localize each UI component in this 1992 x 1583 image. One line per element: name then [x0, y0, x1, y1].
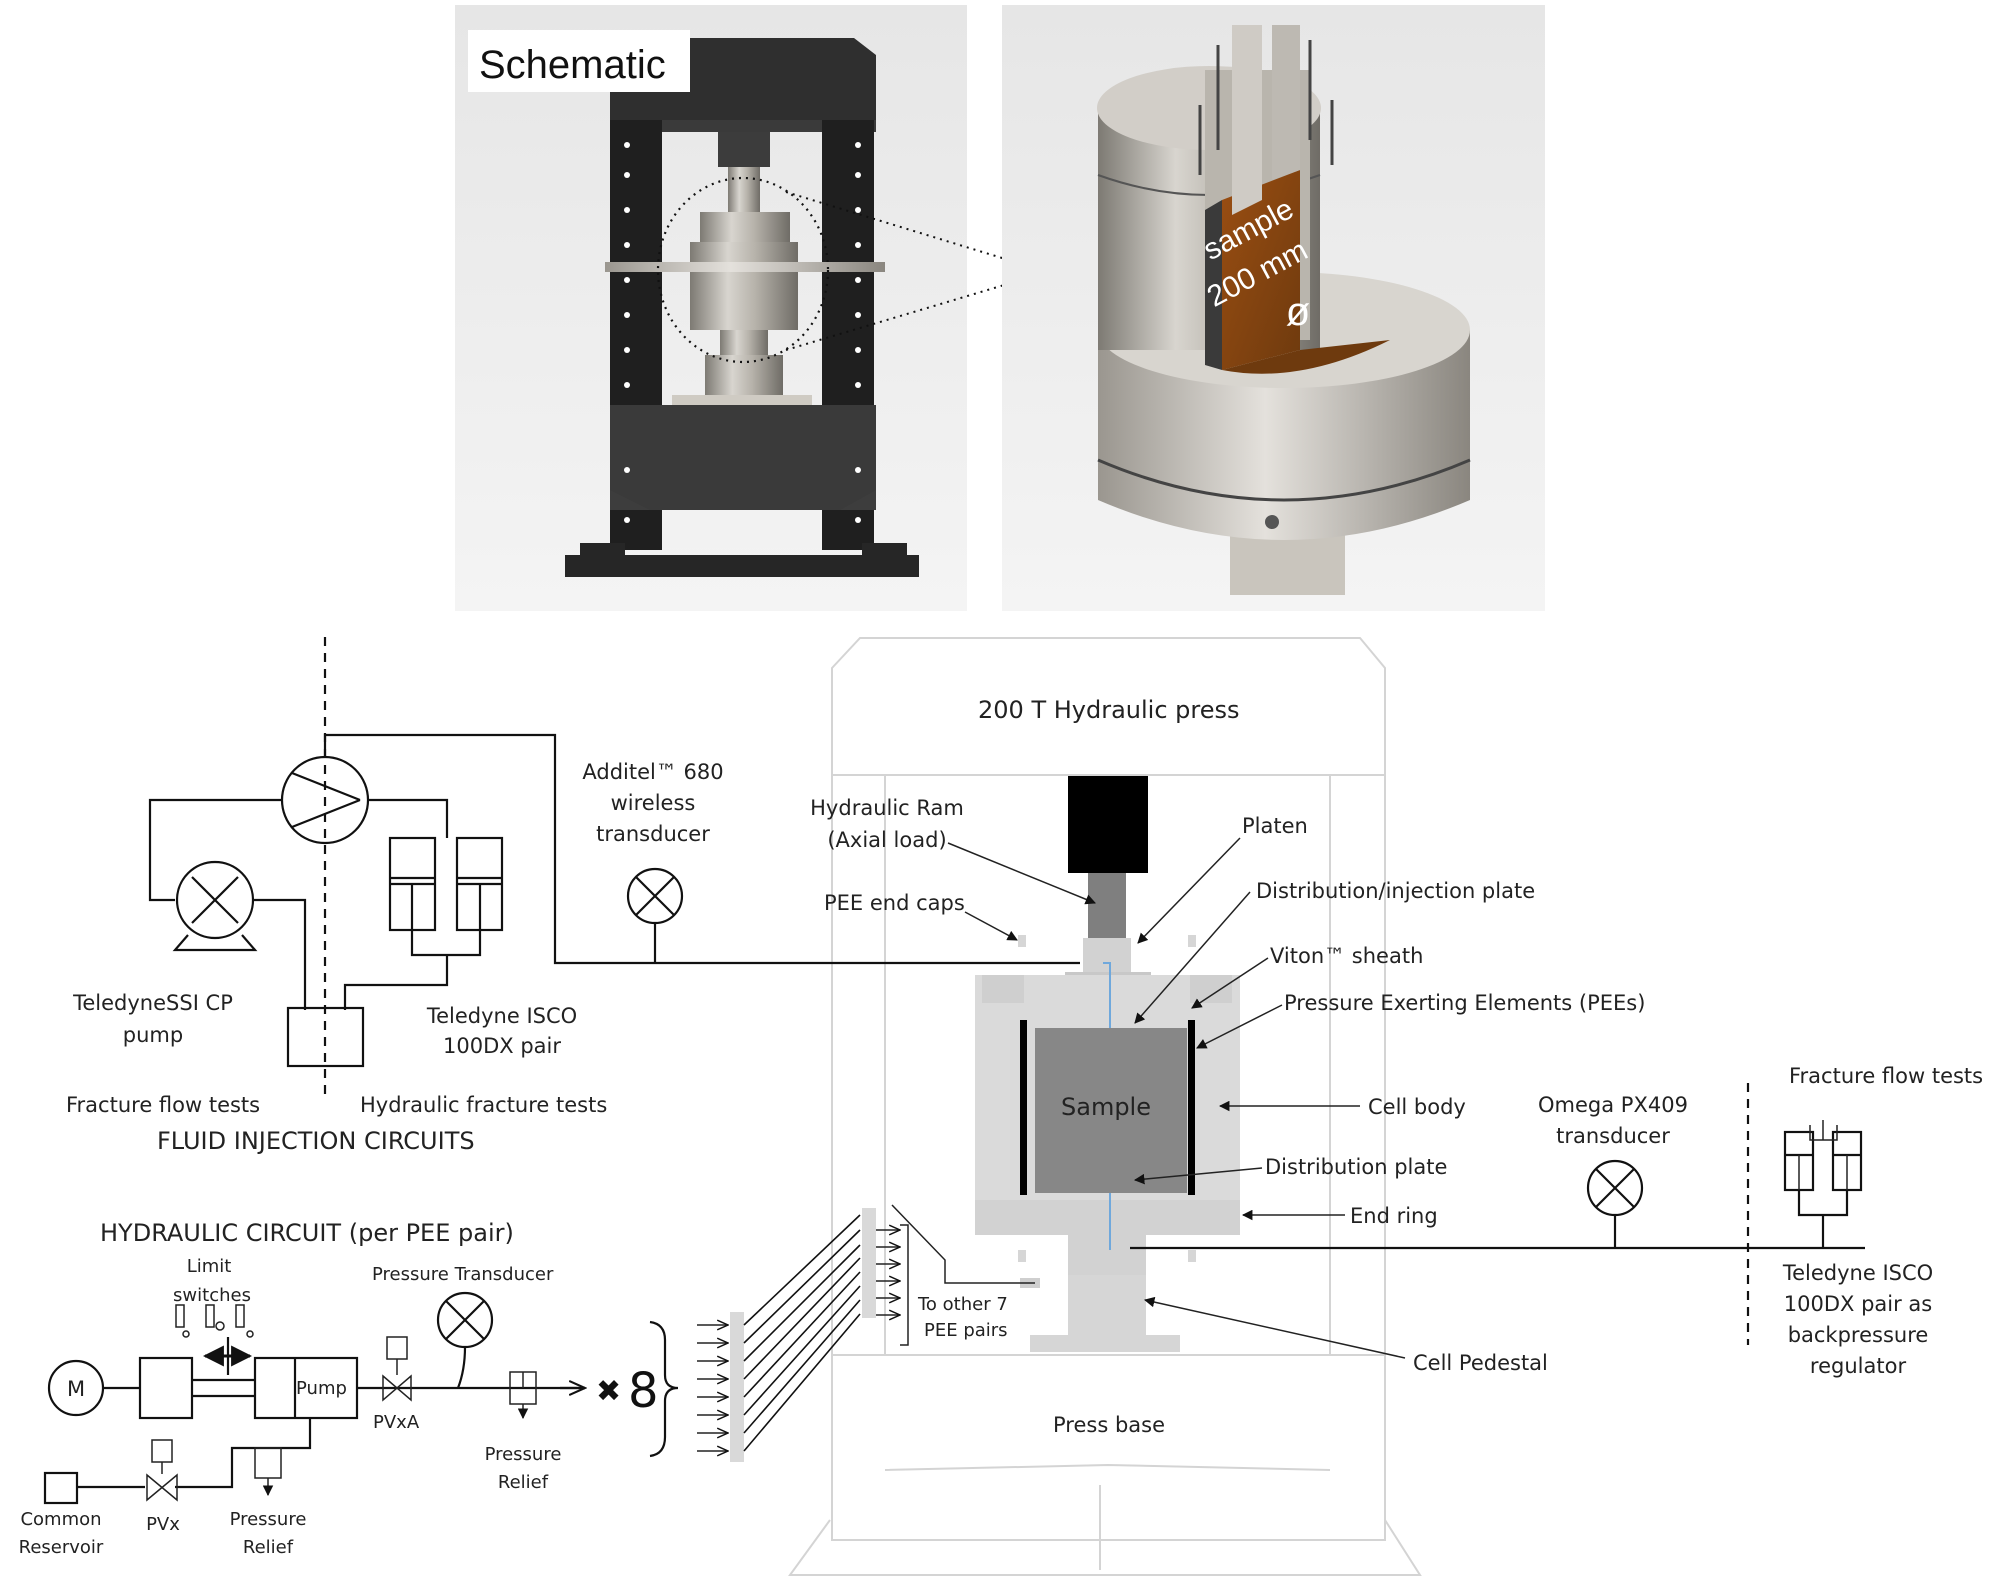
press-render-panel: Schematic: [455, 5, 1049, 611]
platen: [1088, 873, 1126, 938]
press-cell: [690, 242, 798, 330]
reservoir-label-2: Reservoir: [19, 1537, 104, 1558]
ssi-pump-label-1: TeledyneSSI CP: [72, 991, 233, 1015]
bracket: [649, 1320, 679, 1458]
press-strap: [605, 262, 885, 272]
fluid-injection-circuit: [148, 637, 1080, 1098]
end-ring-label: End ring: [1350, 1204, 1438, 1228]
relief-2-label-2: Relief: [243, 1537, 294, 1558]
pvx-label: PVx: [146, 1514, 180, 1535]
press-outline: [788, 637, 1422, 1576]
sample-label: Sample: [1061, 1093, 1151, 1121]
bp-isco-label-1: Teledyne ISCO: [1782, 1261, 1933, 1285]
relief-1-label-1: Pressure: [485, 1444, 562, 1465]
hydraulic-circuit: [43, 1208, 909, 1505]
press-feet: [565, 555, 919, 577]
hydraulic-fracture-label: Hydraulic fracture tests: [360, 1093, 607, 1117]
labels: TeledyneSSI CP pump Teledyne ISCO 100DX …: [19, 696, 1983, 1558]
omega-label-1: Omega PX409: [1538, 1093, 1688, 1117]
ssi-pump-label-2: pump: [123, 1023, 183, 1047]
cell-base-body: [1098, 330, 1470, 540]
relief-2-label-1: Pressure: [230, 1509, 307, 1530]
other-pairs-label-1: To other 7: [917, 1294, 1008, 1315]
sample-section: [1222, 170, 1300, 370]
press-title: 200 T Hydraulic press: [978, 696, 1240, 724]
pump-label: Pump: [296, 1378, 347, 1399]
relief-1-label-2: Relief: [498, 1472, 549, 1493]
pees-label: Pressure Exerting Elements (PEEs): [1284, 991, 1645, 1015]
pee-left: [1020, 1020, 1027, 1195]
press-base-label: Press base: [1053, 1413, 1165, 1437]
press-internals: [891, 776, 1240, 1352]
dist-injection-label: Distribution/injection plate: [1256, 879, 1535, 903]
isco-label-1: Teledyne ISCO: [426, 1004, 577, 1028]
sample-diameter-symbol: ø: [1286, 290, 1310, 334]
cell-pedestal: [1068, 1275, 1146, 1335]
bp-fracture-flow-label: Fracture flow tests: [1789, 1064, 1983, 1088]
fluid-injection-title: FLUID INJECTION CIRCUITS: [157, 1127, 475, 1155]
limit-switch-label-1: Limit: [187, 1256, 232, 1277]
viton-label: Viton™ sheath: [1270, 944, 1423, 968]
pressure-transducer-label: Pressure Transducer: [372, 1264, 554, 1285]
backpressure-circuit: [1130, 1083, 1865, 1345]
sample-block: [1035, 1028, 1187, 1193]
additel-label-1: Additel™ 680: [582, 760, 723, 784]
hydraulic-circuit-title: HYDRAULIC CIRCUIT (per PEE pair): [100, 1219, 514, 1247]
bp-isco-label-2: 100DX pair as: [1784, 1292, 1932, 1316]
press-ram: [718, 132, 770, 167]
cell-body-label: Cell body: [1368, 1095, 1466, 1119]
pee-right: [1188, 1020, 1195, 1195]
injection-line: [323, 733, 1080, 965]
additel-label-2: wireless: [611, 791, 696, 815]
isco-pair-symbol: [343, 836, 504, 1010]
leader-lines: [947, 837, 1406, 1359]
ram-label-1: Hydraulic Ram: [810, 796, 964, 820]
common-reservoir: [43, 1471, 79, 1505]
pressure-relief-2: [254, 1447, 282, 1479]
motor-label: M: [67, 1377, 85, 1401]
reservoir-label-1: Common: [20, 1509, 101, 1530]
cell-render-panel: sample 200 mm ø: [1002, 5, 1545, 611]
limit-switch-label-2: switches: [173, 1285, 251, 1306]
additel-label-3: transducer: [596, 822, 710, 846]
multiplier-count: 8: [628, 1363, 659, 1419]
manifold-lines: [743, 1214, 861, 1452]
pvxa-label: PVxA: [373, 1412, 420, 1433]
hydraulic-ram: [1068, 776, 1148, 873]
fracture-flow-label: Fracture flow tests: [66, 1093, 260, 1117]
pee-end-caps-label: PEE end caps: [824, 891, 965, 915]
cell-pedestal-label: Cell Pedestal: [1413, 1351, 1548, 1375]
zoom-ellipse: [656, 176, 830, 364]
end-ring: [975, 1200, 1240, 1235]
bp-isco-label-4: regulator: [1810, 1354, 1907, 1378]
other-pairs-label-2: PEE pairs: [924, 1320, 1008, 1341]
reservoir-tank: [286, 1006, 365, 1068]
pvxa-valve: [382, 1374, 412, 1402]
pvx-valve: [146, 1473, 178, 1502]
schematic-title: Schematic: [479, 43, 666, 87]
isco-backpressure-symbol: [1783, 1120, 1863, 1248]
ram-label-2: (Axial load): [827, 828, 946, 852]
multiplier-x: ✖: [596, 1374, 621, 1409]
dist-plate-label: Distribution plate: [1265, 1155, 1447, 1179]
isco-label-2: 100DX pair: [443, 1034, 561, 1058]
bp-isco-label-3: backpressure: [1788, 1323, 1929, 1347]
platen-label: Platen: [1242, 814, 1308, 838]
omega-label-2: transducer: [1556, 1124, 1670, 1148]
actuator-box: [138, 1356, 194, 1420]
